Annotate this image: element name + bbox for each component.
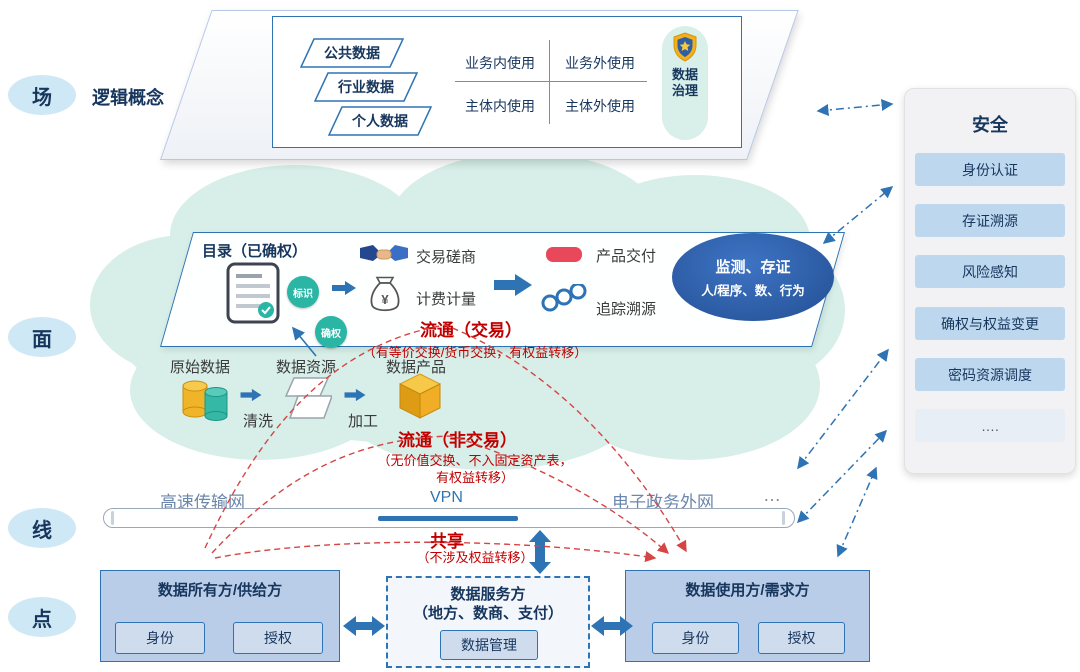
layer-label-mian: 面 <box>8 317 76 357</box>
double-arrow-vertical-icon <box>527 530 553 579</box>
service-box-title-line2: （地方、数商、支付） <box>412 605 563 622</box>
svg-text:¥: ¥ <box>381 292 389 307</box>
pipe-cap-right <box>782 511 785 525</box>
data-governance-pill: 数据治理 <box>662 26 708 140</box>
circulation-trade-note: （有等价交换/货币交换，有权益转移） <box>362 345 588 360</box>
data-resource-label: 数据资源 <box>276 359 337 376</box>
security-item: 确权与权益变更 <box>915 307 1065 340</box>
parallelogram-shape-icon <box>299 38 405 68</box>
product-icon <box>546 247 582 262</box>
cleaning-label: 清洗 <box>243 413 274 430</box>
metering-label: 计费计量 <box>416 291 477 308</box>
user-box-title: 数据使用方/需求方 <box>685 582 810 599</box>
dashdot-arrow <box>836 466 878 558</box>
processing-label: 加工 <box>348 413 379 430</box>
usage-grid-cell: 业务外使用 <box>565 55 635 71</box>
monitor-line1: 监测、存证 <box>715 258 791 276</box>
security-item: 密码资源调度 <box>915 358 1065 391</box>
monitor-ellipse: 监测、存证 人/程序、数、行为 <box>672 233 834 321</box>
layer-label-dian: 点 <box>8 597 76 637</box>
money-bag-icon: ¥ <box>368 276 402 321</box>
cube-icon <box>398 372 442 425</box>
negotiation-label: 交易磋商 <box>416 249 477 266</box>
data-management-chip: 数据管理 <box>440 630 538 660</box>
circulation-nontrade-note-line2: 有权益转移） <box>435 470 514 485</box>
identifier-badge: 标识 <box>287 276 319 308</box>
dashdot-arrow <box>816 99 894 116</box>
layer-label-chang: 场 <box>8 75 76 115</box>
service-box-title-line1: 数据服务方 <box>450 586 526 603</box>
catalog-label: 目录（已确权） <box>202 243 308 260</box>
handshake-icon <box>360 242 408 275</box>
arrow-right-icon <box>344 388 366 407</box>
share-note: （不涉及权益转移） <box>416 550 534 565</box>
data-type-label: 行业数据 <box>338 79 394 95</box>
delivery-label: 产品交付 <box>596 248 657 265</box>
security-item: 风险感知 <box>915 255 1065 288</box>
parallelogram-shape-icon <box>327 106 433 136</box>
parallelogram-shape-icon <box>313 72 419 102</box>
identity-chip: 身份 <box>115 622 205 654</box>
arrow-right-icon <box>240 388 262 407</box>
data-type-label: 公共数据 <box>324 45 380 61</box>
security-title: 安全 <box>972 115 1008 135</box>
dashdot-arrow <box>796 429 888 524</box>
data-type-label: 个人数据 <box>352 113 408 129</box>
security-item: 身份认证 <box>915 153 1065 186</box>
pipe-cap-left <box>111 511 114 525</box>
database-icon <box>180 376 232 429</box>
double-arrow-horizontal-icon <box>591 612 633 645</box>
shield-icon <box>673 32 697 62</box>
double-arrow-horizontal-icon <box>343 612 385 645</box>
layer-label-xian: 线 <box>8 508 76 548</box>
monitor-line2: 人/程序、数、行为 <box>701 283 805 298</box>
owner-box-title: 数据所有方/供给方 <box>157 582 283 599</box>
grid-horizontal-divider <box>455 81 647 82</box>
raw-data-label: 原始数据 <box>170 359 231 376</box>
grid-vertical-divider <box>549 40 550 124</box>
arrow-right-icon <box>332 280 356 301</box>
arrow-right-big-icon <box>494 272 532 303</box>
logic-concept-label: 逻辑概念 <box>92 88 164 108</box>
data-type-parallelogram: 行业数据 <box>313 72 419 102</box>
catalog-tablet-icon <box>226 262 280 329</box>
usage-grid-cell: 业务内使用 <box>465 55 535 71</box>
circulation-trade-label: 流通（交易） <box>420 321 522 340</box>
vpn-label: VPN <box>430 489 463 506</box>
security-panel: 安全 身份认证 存证溯源 风险感知 确权与权益变更 密码资源调度 …. <box>904 88 1076 474</box>
identity-chip: 身份 <box>652 622 739 654</box>
trace-label: 追踪溯源 <box>596 301 657 318</box>
usage-grid-cell: 主体外使用 <box>565 98 635 114</box>
data-type-parallelogram: 个人数据 <box>327 106 433 136</box>
vpn-segment <box>378 516 518 521</box>
security-item-more: …. <box>915 409 1065 442</box>
circulation-nontrade-label: 流通（非交易） <box>398 431 517 450</box>
network-ellipsis: … <box>763 485 781 505</box>
security-item: 存证溯源 <box>915 204 1065 237</box>
data-governance-label: 数据治理 <box>671 67 698 99</box>
authorization-chip: 授权 <box>233 622 323 654</box>
data-type-parallelogram: 公共数据 <box>299 38 405 68</box>
usage-grid-cell: 主体内使用 <box>465 98 535 114</box>
chain-link-icon <box>540 282 588 317</box>
authorization-chip: 授权 <box>758 622 845 654</box>
data-sheets-icon <box>282 376 334 425</box>
